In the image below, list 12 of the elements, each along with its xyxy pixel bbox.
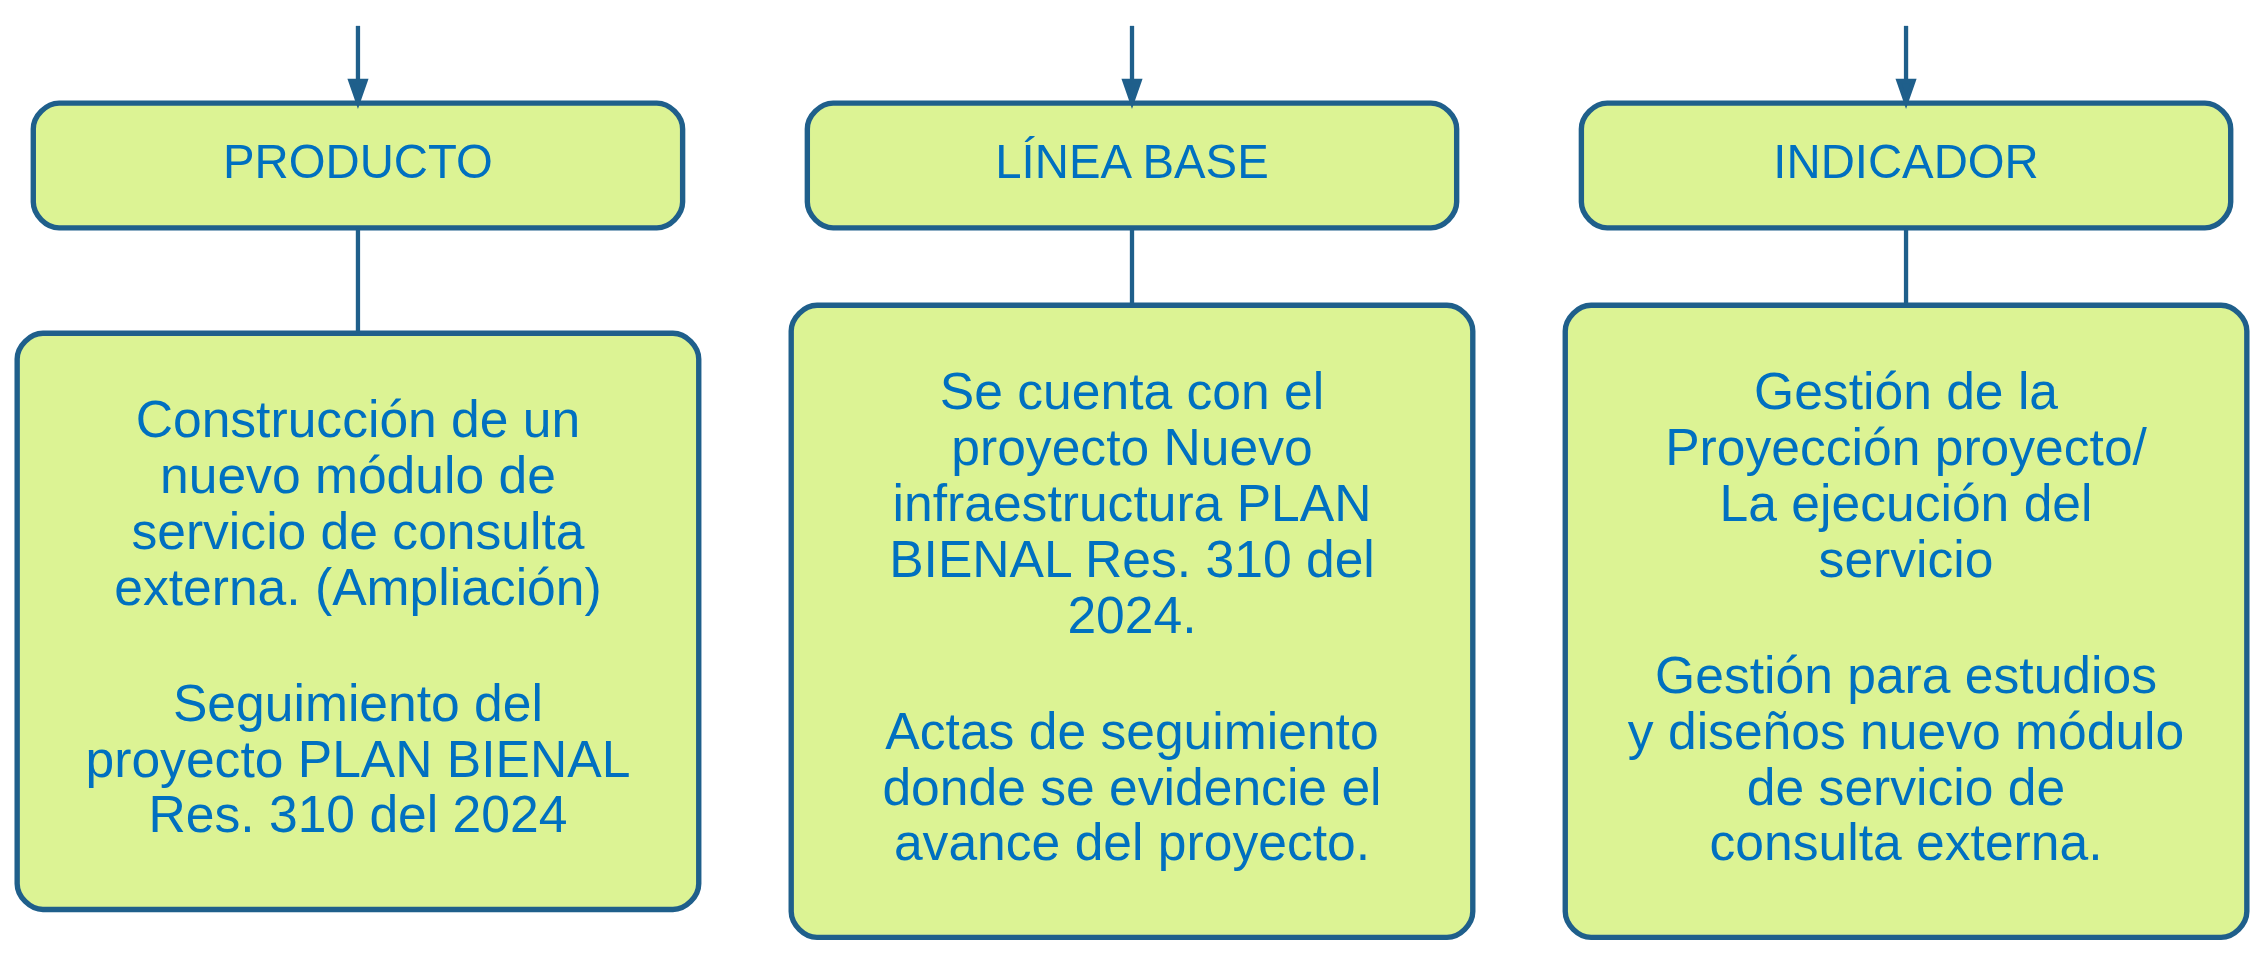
arrow [1121,25,1143,109]
connector [1903,228,1909,305]
node-box: INDICADOR [1578,99,2234,231]
node-box: Se cuenta con el proyecto Nuevo infraestructura PLAN BIENAL Res. 310 del 2024. Actas de seguimiento donde se evidencie el avance del proyecto. [788,302,1476,940]
connector [355,228,361,333]
node-box: LÍNEA BASE [804,99,1460,231]
connector [1129,228,1135,305]
arrow [347,25,369,109]
node-box: Construcción de un nuevo módulo de servicio de consulta externa. (Ampliación) Seguimiento del proyecto PLAN BIENAL Res. 310 del 2024 [14,330,702,912]
node-box: Gestión de la Proyección proyecto/ La ejecución del servicio Gestión para estudios y diseños nuevo módulo de servicio de consulta externa. [1562,302,2250,940]
node-box: PRODUCTO [30,99,686,231]
arrow [1895,25,1917,109]
